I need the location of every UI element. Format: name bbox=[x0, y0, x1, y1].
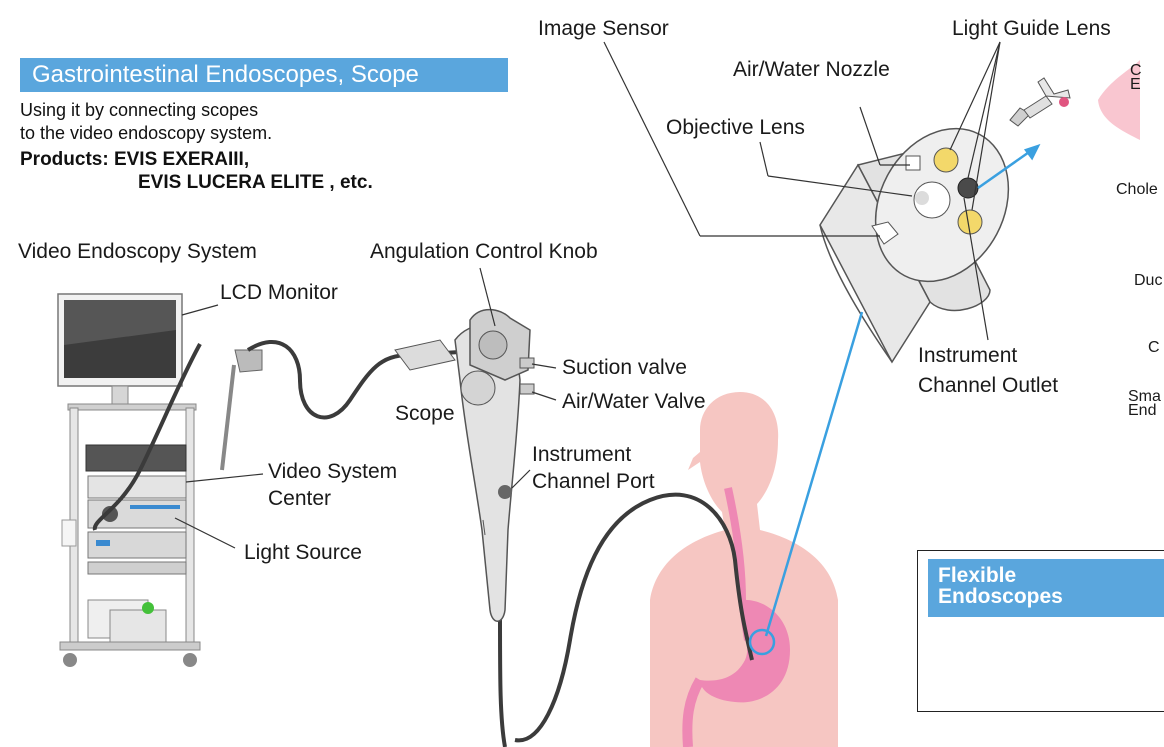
label-video-endoscopy-system: Video Endoscopy System bbox=[18, 240, 257, 264]
edge-label-5: C bbox=[1148, 339, 1160, 357]
label-instrument-channel-port: Instrument Channel Port bbox=[532, 441, 655, 495]
edge-label-2: E bbox=[1130, 78, 1141, 92]
products-line-2: EVIS LUCERA ELITE , etc. bbox=[20, 171, 373, 194]
patient-silhouette bbox=[650, 392, 838, 747]
scope-handle bbox=[395, 310, 534, 622]
distal-tip-illustration bbox=[820, 105, 1034, 362]
channel-outlet-line-1: Instrument bbox=[918, 341, 1058, 371]
products-text: Products: EVIS EXERAIII, EVIS LUCERA ELI… bbox=[20, 148, 373, 194]
channel-port-line-2: Channel Port bbox=[532, 468, 655, 495]
right-edge-cropped-labels: C E Chole Duc C Sma End bbox=[1110, 0, 1164, 747]
label-image-sensor: Image Sensor bbox=[538, 17, 669, 41]
products-line-1: Products: EVIS EXERAIII, bbox=[20, 149, 249, 170]
intro-line-2: to the video endoscopy system. bbox=[20, 122, 272, 145]
edge-label-4: Duc bbox=[1134, 272, 1162, 290]
endoscopy-cart bbox=[58, 294, 262, 667]
edge-label-3: Chole bbox=[1116, 181, 1158, 199]
label-lcd-monitor: LCD Monitor bbox=[220, 281, 338, 305]
label-light-guide-lens: Light Guide Lens bbox=[952, 17, 1111, 41]
channel-port-line-1: Instrument bbox=[532, 441, 655, 468]
label-video-system-center: Video System Center bbox=[268, 458, 397, 512]
label-angulation-control-knob: Angulation Control Knob bbox=[370, 240, 598, 264]
label-air-water-valve: Air/Water Valve bbox=[562, 390, 706, 414]
label-objective-lens: Objective Lens bbox=[666, 116, 805, 140]
intro-line-1: Using it by connecting scopes bbox=[20, 99, 272, 122]
label-suction-valve: Suction valve bbox=[562, 356, 687, 380]
label-air-water-nozzle: Air/Water Nozzle bbox=[733, 58, 890, 82]
label-instrument-channel-outlet: Instrument Channel Outlet bbox=[918, 341, 1058, 401]
video-center-line-2: Center bbox=[268, 485, 397, 512]
channel-outlet-line-2: Channel Outlet bbox=[918, 371, 1058, 401]
video-center-line-1: Video System bbox=[268, 458, 397, 485]
intro-text: Using it by connecting scopes to the vid… bbox=[20, 99, 272, 145]
title-banner: Gastrointestinal Endoscopes, Scope bbox=[20, 58, 508, 92]
label-light-source: Light Source bbox=[244, 541, 362, 565]
label-scope: Scope bbox=[395, 402, 455, 426]
edge-label-7: End bbox=[1128, 404, 1156, 418]
